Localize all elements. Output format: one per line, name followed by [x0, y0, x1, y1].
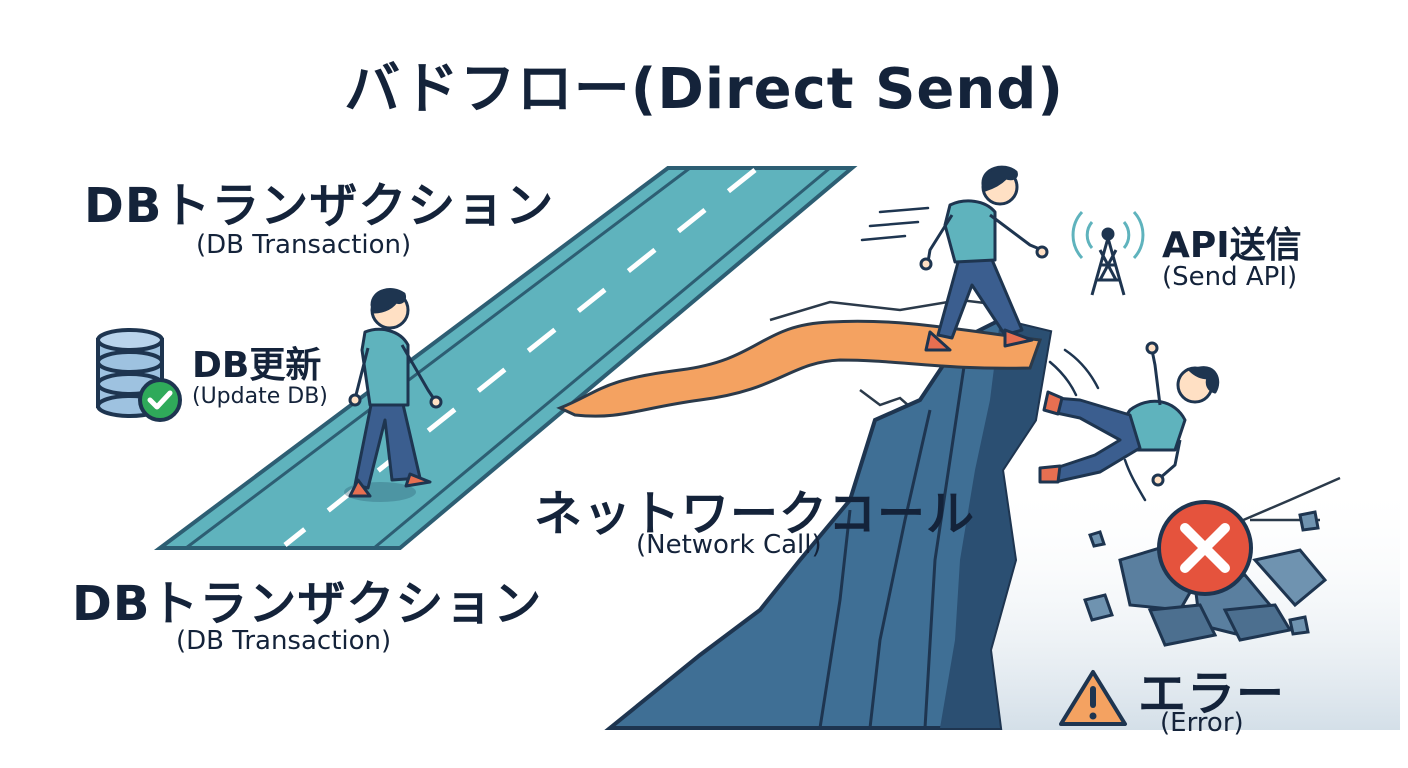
person-falling [1040, 343, 1218, 485]
label-db-update-ja: DB更新 [192, 336, 321, 388]
speed-lines [862, 208, 928, 240]
check-icon [140, 380, 180, 420]
label-db-transaction-bottom-en: (DB Transaction) [176, 626, 391, 656]
label-error-en: (Error) [1160, 708, 1244, 738]
label-db-transaction-top-ja: DBトランザクション [84, 166, 554, 236]
label-db-transaction-top-en: (DB Transaction) [196, 230, 411, 260]
error-icon [1159, 502, 1251, 594]
label-network-call-en: (Network Call) [636, 530, 822, 560]
label-db-transaction-bottom-ja: DBトランザクション [72, 564, 542, 634]
label-db-update-en: (Update DB) [192, 384, 328, 409]
label-api-send-en: (Send API) [1162, 262, 1297, 292]
label-api-send-ja: API送信 [1162, 216, 1302, 268]
person-on-edge [921, 167, 1047, 350]
page-title: バドフロー(Direct Send) [0, 44, 1408, 125]
antenna-icon [1073, 212, 1143, 295]
